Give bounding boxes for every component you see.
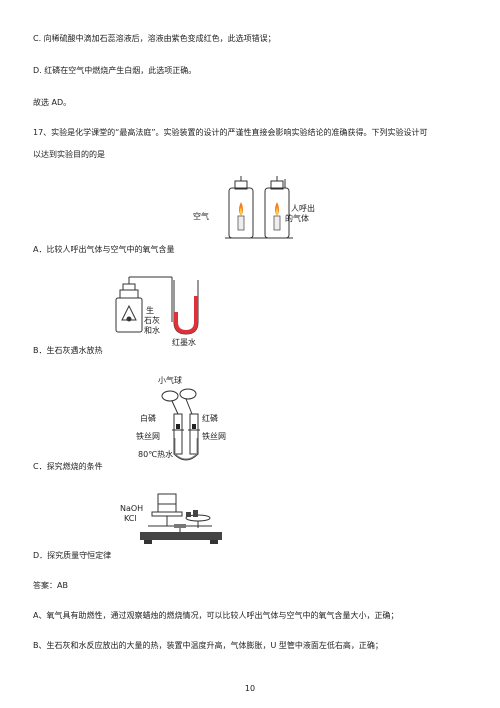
choice-summary: 故选 AD。 [33,98,72,107]
figure-c-combustion: 小气球 白磷 红磷 铁丝网 铁丝网 80℃热水 [136,374,250,464]
option-d: D．探究质量守恒定律 [33,551,112,560]
label-red-phosphorus: 红磷 [202,414,218,423]
figure-b-u-tube: 生 石灰 和水 红墨水 [110,272,220,352]
question-17-line1: 17、实验是化学课堂的“最高法庭”。实验装置的设计的严谨性直接会影响实验结论的准… [33,128,428,137]
page-number: 10 [244,684,256,693]
u-tube-diagram [115,276,199,335]
figure-d-balance: NaOH KCl [118,488,228,550]
label-air: 空气 [193,212,209,221]
label-quicklime-1: 生 [146,306,154,315]
label-exhaled-2: 的气体 [285,214,309,223]
label-exhaled-1: 人呼出 [291,204,315,213]
option-b: B．生石灰遇水放热 [33,346,103,355]
label-mesh-right: 铁丝网 [202,432,226,441]
option-c: C．探究燃烧的条件 [33,462,103,471]
option-d-analysis: D. 红磷在空气中燃烧产生白烟，此选项正确。 [33,66,197,75]
label-hot-water: 80℃热水 [138,450,174,459]
jars-candles-diagram [225,176,293,239]
balance-diagram [140,493,222,544]
answer-label: 答案：AB [33,581,68,590]
answer-explanation-b: B、生石灰和水反应放出的大量的热，装置中温度升高，气体膨胀，U 型管中液面左低右… [33,641,383,650]
label-mesh-left: 铁丝网 [136,432,160,441]
label-quicklime-2: 石灰 [144,316,160,325]
answer-explanation-a: A、氧气具有助燃性，通过观察蜡烛的燃烧情况，可以比较人呼出气体与空气中的氧气含量… [33,611,399,620]
label-naoh: NaOH [120,504,144,513]
option-a: A．比较人呼出气体与空气中的氧气含量 [33,245,175,254]
label-kcl: KCl [124,514,137,523]
label-quicklime-3: 和水 [144,326,160,335]
label-red-ink: 红墨水 [172,338,196,347]
label-white-phosphorus: 白磷 [140,414,156,423]
label-balloon: 小气球 [158,376,182,385]
combustion-diagram [161,388,200,461]
figure-a-jars: 空气 人呼出 的气体 [185,176,325,246]
question-17-line2: 以达到实验目的的是 [33,150,105,159]
option-c-analysis: C. 向稀硫酸中滴加石蕊溶液后，溶液由紫色变成红色，此选项错误； [33,34,276,43]
